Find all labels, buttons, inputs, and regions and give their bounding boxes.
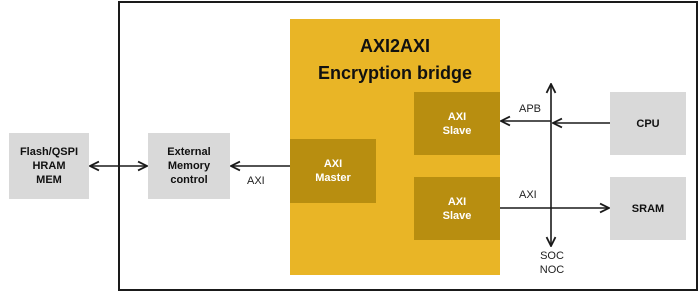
external-memory-control-block: External Memory control [148,133,230,199]
axi-slave-bottom-block: AXI Slave [414,177,500,240]
axi-left-label: AXI [247,175,265,187]
flash-label-line2: HRAM [32,160,66,172]
cpu-label: CPU [636,117,660,130]
axi-right-label: AXI [519,189,537,201]
bridge-title: AXI2AXI Encryption bridge [290,33,500,87]
ext-mem-label-line1: External [167,146,211,158]
cpu-block: CPU [610,92,686,155]
axi-master-block: AXI Master [290,139,376,203]
apb-label: APB [519,103,542,115]
ext-mem-label-line2: Memory [167,160,211,172]
ext-mem-label-line3: control [170,174,208,186]
noc-label: NOC [539,264,565,276]
axi-slave-bottom-label-line2: Slave [442,209,472,222]
system-boundary [118,1,698,291]
bridge-title-line2: Encryption bridge [317,63,472,83]
axi-master-label-line1: AXI [323,158,343,170]
sram-block: SRAM [610,177,686,240]
flash-qspi-hram-mem-block: Flash/QSPI HRAM MEM [9,133,89,199]
axi-slave-top-label-line2: Slave [442,124,472,137]
axi-slave-bottom-label-line1: AXI [447,195,467,208]
soc-noc-label: SOC NOC [537,249,567,277]
sram-label: SRAM [631,202,665,215]
soc-label: SOC [540,250,564,262]
flash-label-line1: Flash/QSPI [19,146,79,158]
axi-slave-top-block: AXI Slave [414,92,500,155]
bridge-title-line1: AXI2AXI [359,36,431,56]
axi-master-label-line2: Master [315,172,351,184]
flash-label-line3: MEM [36,174,62,186]
axi-slave-top-label-line1: AXI [447,110,467,123]
